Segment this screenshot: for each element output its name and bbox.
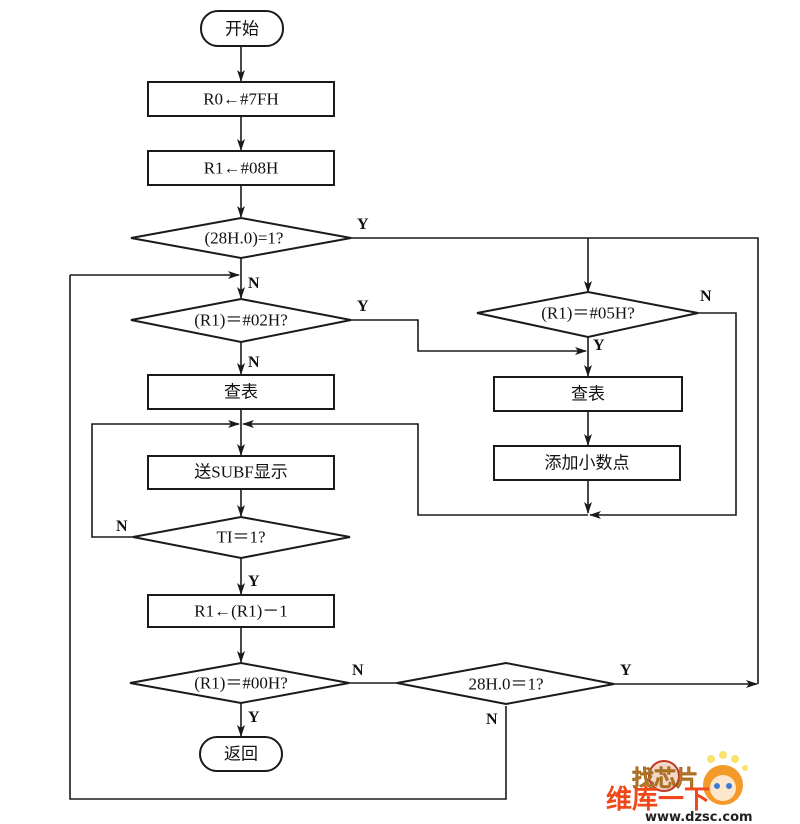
watermark-url[interactable]: www.dzsc.com [645, 810, 753, 824]
node-set-r1: R1←#08H [147, 150, 335, 186]
node-check-r1-00: (R1)＝#00H? [129, 661, 350, 705]
mascot-icon [703, 751, 748, 805]
edge-loop-return-left [69, 275, 507, 800]
node-check-28h-b: 28H.0＝1? [396, 661, 615, 706]
node-check-r1-02: (R1)＝#02H? [130, 297, 352, 344]
branch-labels: Y N Y N N Y N Y N Y Y N [116, 216, 712, 728]
node-send-subf-text: 送SUBF显示 [194, 463, 288, 482]
watermark-line2: 维库一下 [606, 784, 710, 815]
node-check-r1-05-text: (R1)＝#05H? [541, 304, 634, 323]
label-check-r1-02-no: N [248, 354, 260, 371]
node-check-ti: TI＝1? [132, 515, 351, 560]
node-dec-r1-text: R1←(R1)－1 [194, 602, 288, 621]
node-check-r1-02-text: (R1)＝#02H? [194, 311, 287, 330]
node-add-dot: 添加小数点 [493, 445, 681, 481]
label-check-r1-02-yes: Y [357, 298, 369, 315]
node-set-r0-text: R0←#7FH [203, 90, 279, 109]
node-lookup-right-text: 查表 [571, 385, 605, 404]
node-return: 返回 [199, 736, 283, 772]
edge-check-r1-02-yes [351, 319, 587, 355]
node-lookup-left-text: 查表 [224, 383, 258, 402]
node-check-r1-05: (R1)＝#05H? [476, 290, 699, 339]
edge-check-r1-05-no [589, 312, 737, 519]
node-send-subf: 送SUBF显示 [147, 455, 335, 490]
label-check-r1-05-no: N [700, 288, 712, 305]
label-check-r1-00-no: N [352, 662, 364, 679]
node-lookup-left: 查表 [147, 374, 335, 410]
label-check-r1-05-yes: Y [593, 337, 605, 354]
label-check-28h-a-no: N [248, 275, 260, 292]
node-add-dot-text: 添加小数点 [545, 454, 630, 473]
node-check-ti-text: TI＝1? [216, 528, 265, 547]
watermark-line1: 找芯片 [632, 767, 698, 792]
label-check-r1-00-yes: Y [248, 709, 260, 726]
connectors [69, 46, 759, 800]
watermark: 找芯片 维库一下 www.dzsc.com [606, 751, 753, 824]
edge-check-ti-no [91, 420, 240, 538]
node-set-r1-text: R1←#08H [204, 159, 279, 178]
node-set-r0: R0←#7FH [147, 81, 335, 117]
label-check-ti-no: N [116, 518, 128, 535]
node-start: 开始 [200, 10, 284, 47]
watermark-magnifier-icon [648, 760, 680, 792]
node-start-text: 开始 [225, 20, 259, 39]
node-check-28h-b-text: 28H.0＝1? [468, 675, 543, 694]
label-check-ti-yes: Y [248, 573, 260, 590]
node-dec-r1: R1←(R1)－1 [147, 594, 335, 628]
node-check-28h-a: (28H.0)=1? [130, 216, 352, 260]
edge-right-merge-to-send [242, 420, 588, 516]
label-check-28h-a-yes: Y [357, 216, 369, 233]
node-check-r1-00-text: (R1)＝#00H? [194, 674, 287, 693]
node-lookup-right: 查表 [493, 376, 683, 412]
label-check-28h-b-no: N [486, 711, 498, 728]
edge-check-28h-yes-bus [351, 237, 759, 684]
node-return-text: 返回 [224, 745, 258, 764]
node-check-28h-a-text: (28H.0)=1? [205, 229, 284, 248]
label-check-28h-b-yes: Y [620, 662, 632, 679]
